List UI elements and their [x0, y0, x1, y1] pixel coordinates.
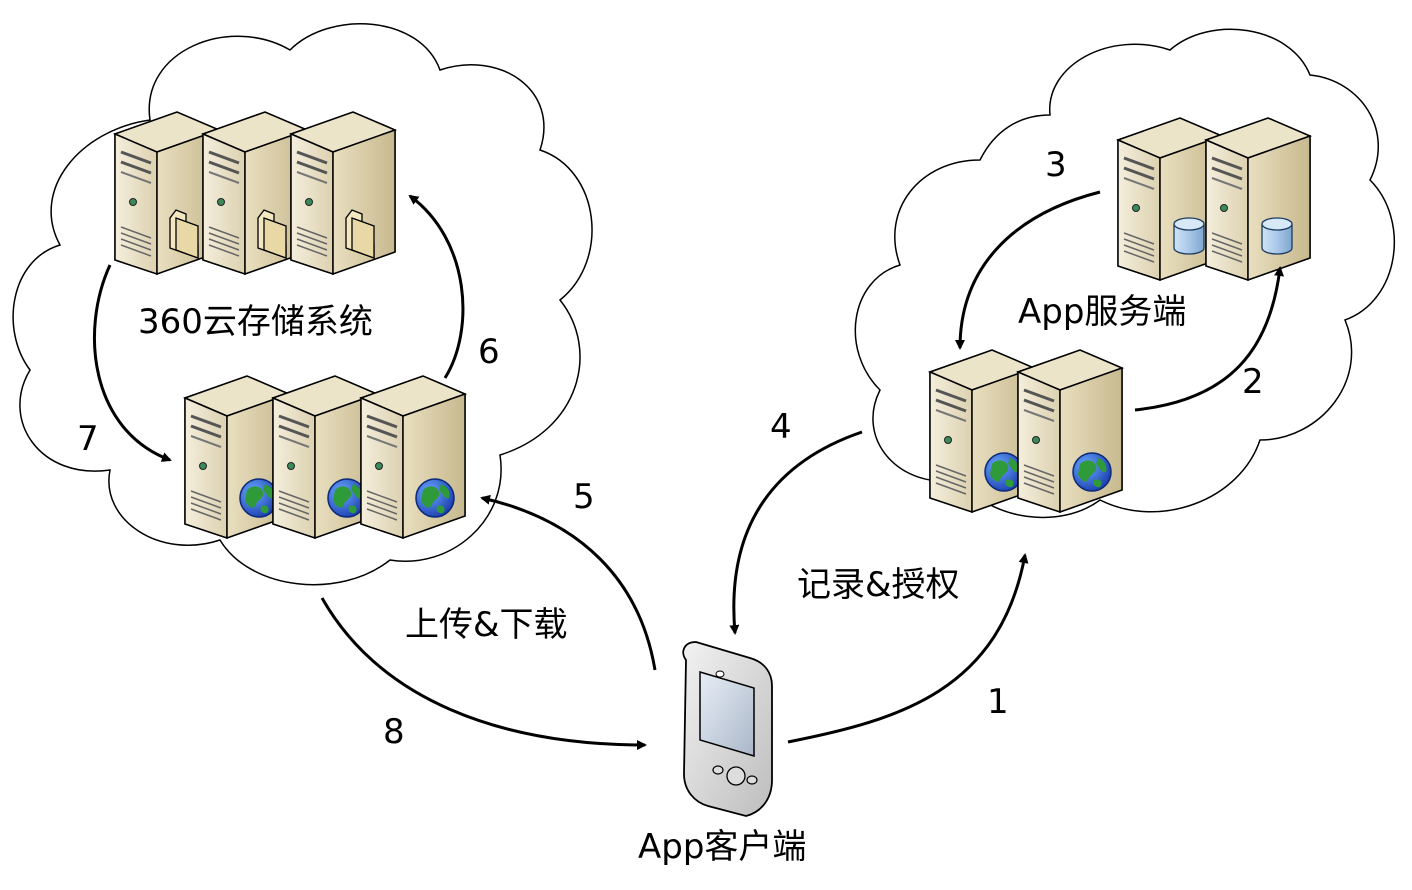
upload-download-label: 上传&下载 [405, 605, 568, 645]
globe-icon [415, 478, 455, 518]
step-4-label: 4 [770, 407, 792, 447]
step-3-label: 3 [1045, 145, 1067, 185]
app-client-label: App客户端 [638, 827, 807, 867]
globe-icon [1072, 452, 1112, 492]
step-8-label: 8 [383, 712, 405, 752]
step-7-label: 7 [77, 419, 99, 459]
step-6-label: 6 [478, 332, 500, 372]
database-icon [1173, 217, 1205, 255]
step-5-label: 5 [573, 477, 595, 517]
arrow-4 [729, 430, 863, 635]
arrow-5 [480, 494, 657, 671]
storage-server-3 [289, 110, 397, 276]
web-server-3 [359, 374, 467, 540]
arrow-1 [787, 553, 1029, 744]
arrow-3 [955, 190, 1101, 350]
app-server-label: App服务端 [1018, 292, 1187, 332]
arrow-6 [408, 194, 465, 379]
db-server-2 [1204, 116, 1312, 282]
mobile-client-icon [682, 641, 773, 817]
step-2-label: 2 [1242, 362, 1264, 402]
record-auth-label: 记录&授权 [797, 565, 960, 605]
arrow-7 [93, 264, 172, 462]
step-1-label: 1 [987, 682, 1009, 722]
app-web-server-2 [1016, 348, 1124, 514]
arrow-2 [1134, 266, 1284, 412]
arrow-8 [320, 597, 647, 750]
database-icon [1261, 217, 1293, 255]
storage-system-label: 360云存储系统 [138, 302, 373, 342]
